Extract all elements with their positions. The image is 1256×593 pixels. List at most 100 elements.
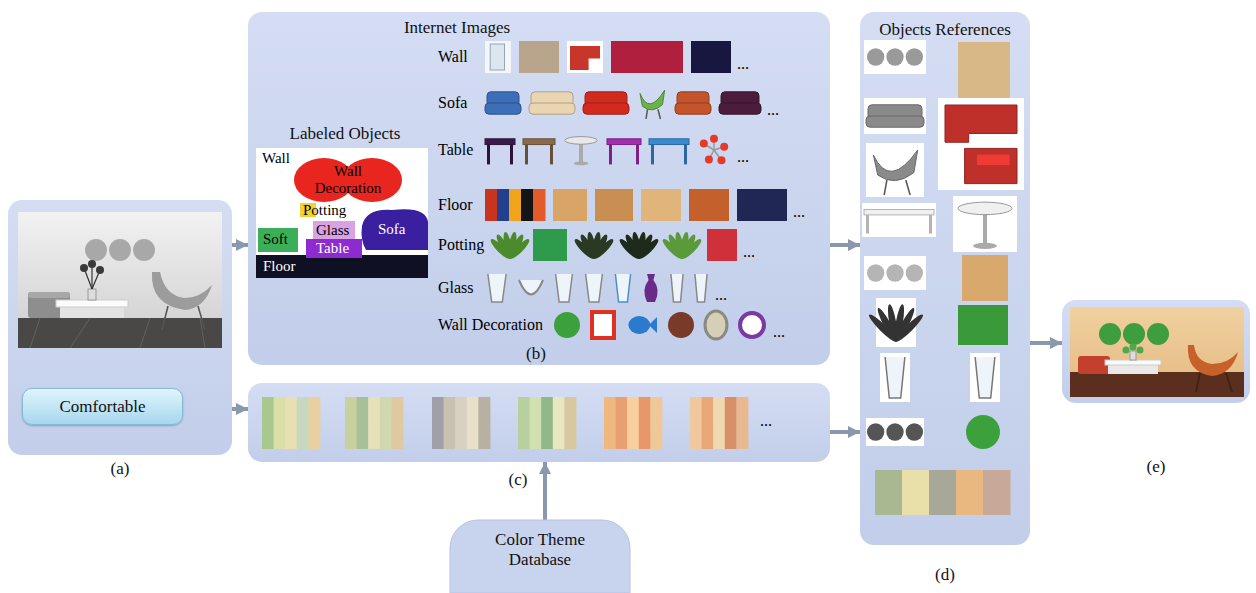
thumbnail: [573, 237, 597, 261]
thumbnail: [494, 233, 513, 260]
thumbnail: [583, 103, 629, 114]
chair-leg: [162, 306, 168, 330]
thumbnail: [700, 140, 708, 148]
vase: [88, 289, 96, 300]
theme-stripe: [702, 397, 714, 449]
theme-stripe: [368, 397, 380, 449]
wall-disc: [1147, 323, 1169, 345]
thumbnail: [550, 145, 553, 165]
thumbnail: [675, 103, 711, 114]
ellipsis: ...: [773, 323, 785, 341]
theme-stripe: [875, 470, 903, 515]
thumbnail: [507, 231, 519, 259]
thumbnail: [592, 237, 616, 261]
thumbnail: [618, 237, 642, 261]
result-panel: (e): [1062, 300, 1250, 403]
theme-stripe: [530, 397, 542, 449]
ellipsis: ...: [760, 412, 772, 430]
thumbnail: [509, 189, 522, 221]
theme-stripe: [604, 397, 616, 449]
thumbnail: [586, 274, 603, 302]
thumbnail-ground: [880, 353, 910, 402]
internet-thumbnails: [485, 41, 787, 339]
plant-leaf: [88, 260, 96, 268]
photo-wall: [1070, 307, 1244, 397]
thumbnail: [875, 306, 899, 343]
wall-disc: [85, 239, 107, 261]
photo-floor: [18, 318, 222, 348]
thumbnail: [591, 233, 610, 260]
thumbnail: [893, 306, 917, 343]
thumbnail: [519, 41, 559, 73]
panel-title: Labeled Objects: [256, 124, 434, 144]
plant-leaf: [1130, 344, 1137, 351]
thumbnail: [636, 233, 655, 260]
thumbnail: [488, 274, 506, 302]
segment-label: Table: [316, 240, 349, 257]
thumbnail: [490, 44, 504, 70]
theme-stripe: [713, 397, 725, 449]
thumbnail: [704, 144, 714, 150]
theme-stripe: [627, 397, 639, 449]
thumbnail: [695, 274, 707, 302]
thumbnail: [714, 150, 721, 160]
plant-leaf: [80, 264, 88, 272]
thumbnail: [585, 92, 627, 106]
thumbnail: [983, 211, 987, 245]
theme-stripe: [285, 397, 297, 449]
thumbnail: [965, 148, 1017, 183]
thumbnail: [958, 202, 1012, 214]
thumbnail: [705, 156, 713, 164]
thumbnail: [684, 145, 687, 165]
ottoman: [28, 292, 70, 298]
thumbnail: [485, 189, 498, 221]
thumbnail: [674, 231, 686, 259]
thumbnail: [680, 237, 704, 261]
thumbnail: [867, 264, 884, 281]
thumbnail: [631, 231, 643, 259]
theme-stripe: [690, 397, 702, 449]
theme-stripe: [432, 397, 444, 449]
plant-leaf: [96, 266, 104, 274]
theme-stripe: [929, 470, 957, 515]
flow-arrow: [543, 462, 547, 520]
object-references-panel: Objects References(d): [860, 12, 1030, 545]
thumbnail: [646, 109, 648, 119]
thumbnail: [554, 312, 580, 338]
theme-stripe: [616, 397, 628, 449]
coffee-table: [1108, 365, 1158, 374]
theme-stripe: [308, 397, 320, 449]
thumbnail: [519, 280, 543, 294]
input-photo: [18, 212, 222, 348]
thumbnail: [714, 147, 724, 150]
thumbnail: [906, 264, 923, 281]
segment-label: Soft: [263, 231, 288, 248]
thumbnail: [640, 90, 665, 110]
thumbnail: [966, 415, 1000, 449]
thumbnail: [556, 274, 573, 302]
row-label: Floor: [438, 196, 473, 214]
flow-arrow: [830, 243, 860, 247]
flow-arrow: [232, 407, 248, 411]
thumbnail: [487, 145, 490, 165]
thumbnail: [867, 48, 884, 65]
floor-line: [140, 318, 150, 348]
panel-label: (d): [860, 565, 1030, 585]
thumbnail: [649, 139, 689, 145]
theme-stripe: [297, 397, 309, 449]
thumbnail: [886, 304, 899, 342]
thumbnail: [717, 156, 725, 164]
thumbnail: [508, 237, 532, 261]
thumbnail: [609, 145, 612, 165]
thumbnail: [671, 274, 683, 302]
thumbnail: [720, 143, 728, 151]
thumbnail: [570, 46, 600, 70]
thumbnail: [533, 189, 546, 221]
panel-title: Internet Images: [382, 18, 532, 38]
thumbnail: [866, 116, 924, 127]
thumbnail: [591, 231, 603, 259]
thumbnail: [737, 189, 787, 221]
ellipsis: ...: [767, 101, 779, 119]
vase: [1130, 351, 1136, 360]
